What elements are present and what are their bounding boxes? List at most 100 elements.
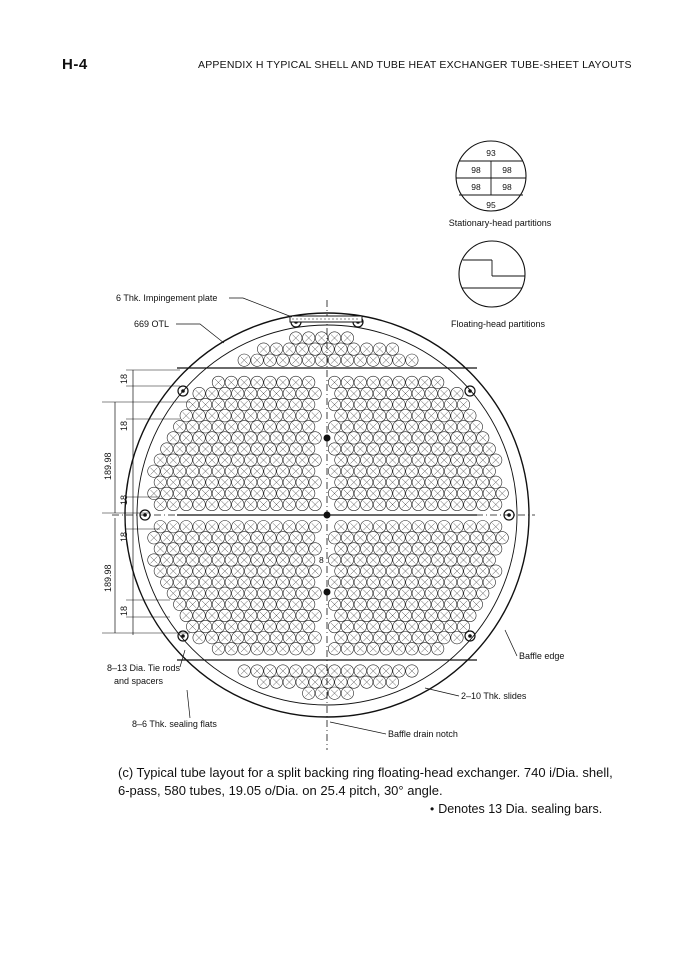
- tube-cross: [195, 567, 203, 575]
- tube: [244, 386, 258, 400]
- tube: [327, 642, 341, 656]
- tube: [431, 575, 445, 589]
- tube-cross: [401, 589, 410, 597]
- tube: [302, 531, 316, 545]
- tube-cross: [195, 500, 203, 509]
- tube-cross: [427, 500, 435, 509]
- tube: [302, 642, 316, 656]
- tube-cross: [472, 534, 480, 542]
- tube-cross: [395, 467, 403, 475]
- tube-cross: [421, 423, 429, 431]
- tube-cross: [247, 456, 255, 464]
- tube-cross: [485, 534, 493, 542]
- tube: [282, 386, 296, 400]
- tube: [366, 486, 380, 500]
- tube-cross: [214, 600, 222, 608]
- tube: [385, 631, 399, 645]
- tube-cross: [466, 434, 474, 442]
- tube-cross: [472, 578, 480, 586]
- tube: [211, 464, 225, 478]
- tube: [327, 664, 341, 678]
- tube-cross: [414, 389, 422, 398]
- tube-cross: [401, 389, 410, 398]
- tube-cross: [337, 545, 345, 553]
- tube-cross: [350, 611, 358, 620]
- tube: [392, 353, 406, 367]
- tube: [218, 608, 232, 622]
- tube: [347, 631, 361, 645]
- tube: [353, 531, 367, 545]
- tube-cross: [176, 467, 184, 475]
- tube-cross: [414, 611, 422, 620]
- tube-cross: [169, 545, 177, 553]
- tube-cross: [388, 567, 397, 575]
- tube: [257, 475, 271, 489]
- tube-cross: [414, 412, 422, 420]
- tube: [231, 520, 245, 534]
- tube: [340, 398, 354, 412]
- tube: [199, 553, 213, 567]
- tube-cross: [356, 578, 364, 586]
- tube-cross: [440, 456, 448, 464]
- tube-cross: [369, 623, 377, 631]
- tube-cross: [292, 623, 300, 631]
- tube: [360, 586, 374, 600]
- tube: [218, 497, 232, 511]
- tube: [269, 520, 283, 534]
- tube-cross: [363, 389, 371, 398]
- tube: [160, 464, 174, 478]
- tube: [366, 620, 380, 634]
- tube: [173, 464, 187, 478]
- tube: [263, 420, 277, 434]
- tube: [482, 531, 496, 545]
- tube-cross: [466, 545, 474, 553]
- bullet-icon: •: [430, 802, 435, 816]
- tube: [257, 520, 271, 534]
- tube-cross: [240, 600, 248, 608]
- tube-cross: [247, 412, 255, 420]
- tube-cross: [182, 456, 190, 464]
- tube: [340, 553, 354, 567]
- tube-cross: [189, 600, 197, 608]
- tube: [392, 420, 406, 434]
- tube-cross: [221, 634, 229, 642]
- tube: [373, 386, 387, 400]
- tube-cross: [350, 456, 358, 464]
- tube-cross: [459, 467, 468, 475]
- tube: [360, 342, 374, 356]
- tube-cross: [221, 434, 229, 442]
- tube-cross: [356, 423, 364, 431]
- tube-cross: [253, 645, 261, 653]
- tube-cross: [247, 389, 255, 398]
- tube: [450, 431, 464, 445]
- tube: [360, 386, 374, 400]
- tube: [269, 453, 283, 467]
- tube-cross: [150, 534, 158, 542]
- tube: [192, 386, 206, 400]
- tube-cross: [272, 389, 281, 398]
- tube: [385, 608, 399, 622]
- tube: [192, 564, 206, 578]
- tube: [237, 420, 251, 434]
- tube: [360, 542, 374, 556]
- tube-cross: [337, 567, 345, 575]
- tube-cross: [253, 667, 261, 675]
- tube: [263, 553, 277, 567]
- tube: [340, 531, 354, 545]
- tube-cross: [408, 423, 416, 431]
- tube: [327, 620, 341, 634]
- tube: [385, 453, 399, 467]
- tube: [392, 398, 406, 412]
- tube-cross: [253, 467, 261, 475]
- tube: [392, 664, 406, 678]
- tube-cross: [485, 556, 493, 564]
- tube: [424, 631, 438, 645]
- tube: [218, 386, 232, 400]
- tube: [456, 420, 470, 434]
- tube: [456, 575, 470, 589]
- tube: [276, 553, 290, 567]
- tube-cross: [305, 623, 313, 631]
- tube: [186, 464, 200, 478]
- tube: [327, 686, 341, 700]
- tube-cross: [311, 523, 319, 531]
